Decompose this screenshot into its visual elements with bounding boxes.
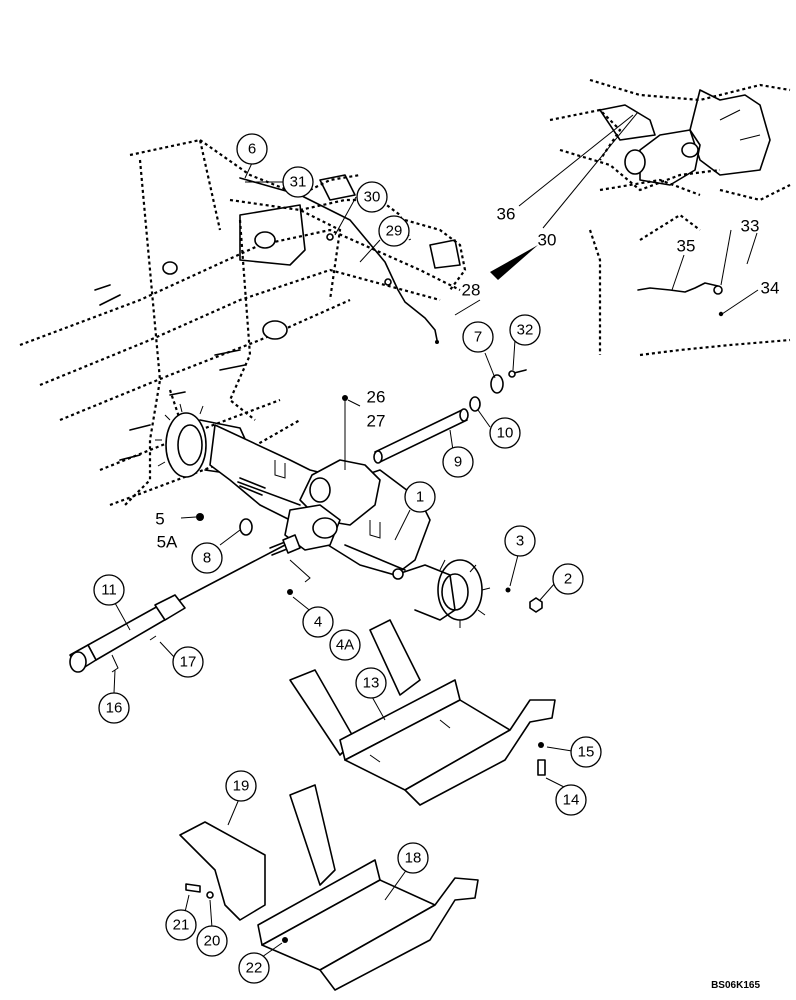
label-27: 27 xyxy=(367,412,386,431)
brake-line-35 xyxy=(637,282,724,317)
callout-4: 4 xyxy=(302,606,334,638)
svg-text:4: 4 xyxy=(314,614,322,631)
callout-1: 1 xyxy=(404,481,436,513)
svg-text:22: 22 xyxy=(246,960,263,977)
svg-text:31: 31 xyxy=(290,174,307,191)
callout-4A: 4A xyxy=(329,629,361,661)
skid-guard-13 xyxy=(289,619,556,806)
nut-2-washer-3 xyxy=(505,587,543,613)
label-33: 33 xyxy=(741,217,760,236)
svg-text:18: 18 xyxy=(405,850,422,867)
svg-text:8: 8 xyxy=(203,550,211,567)
callout-20: 20 xyxy=(196,925,228,957)
callout-15: 15 xyxy=(570,736,602,768)
callout-16: 16 xyxy=(98,692,130,724)
callout-2: 2 xyxy=(552,563,584,595)
callout-6: 6 xyxy=(236,133,268,165)
label-35: 35 xyxy=(677,237,696,256)
svg-text:11: 11 xyxy=(101,582,117,599)
label-5: 5 xyxy=(155,510,164,529)
callout-9: 9 xyxy=(442,446,474,478)
callout-11: 11 xyxy=(93,574,125,606)
bolt-32-washer-7 xyxy=(469,369,527,412)
label-28: 28 xyxy=(462,281,481,300)
svg-text:1: 1 xyxy=(416,489,424,506)
svg-text:20: 20 xyxy=(204,933,221,950)
svg-text:2: 2 xyxy=(564,571,572,588)
svg-text:19: 19 xyxy=(233,778,250,795)
svg-text:16: 16 xyxy=(106,700,123,717)
callout-19: 19 xyxy=(225,770,257,802)
label-36: 36 xyxy=(497,205,516,224)
svg-text:6: 6 xyxy=(248,141,256,158)
callout-21: 21 xyxy=(165,909,197,941)
callout-3: 3 xyxy=(504,525,536,557)
callout-22: 22 xyxy=(238,952,270,984)
callout-18: 18 xyxy=(397,842,429,874)
svg-text:7: 7 xyxy=(474,329,482,346)
label-26: 26 xyxy=(367,388,386,407)
svg-text:30: 30 xyxy=(364,189,381,206)
svg-text:21: 21 xyxy=(173,917,190,934)
svg-text:29: 29 xyxy=(386,223,403,240)
bolt-5-washer-8 xyxy=(196,513,311,595)
callout-31: 31 xyxy=(282,166,314,198)
callout-7: 7 xyxy=(462,321,494,353)
skid-guard-18 xyxy=(179,784,479,991)
label-30: 30 xyxy=(538,231,557,250)
svg-text:32: 32 xyxy=(517,322,534,339)
svg-text:17: 17 xyxy=(180,654,197,671)
engine-mount-area xyxy=(549,78,791,357)
callout-14: 14 xyxy=(555,784,587,816)
callout-13: 13 xyxy=(355,667,387,699)
callout-17: 17 xyxy=(172,646,204,678)
callout-29: 29 xyxy=(378,215,410,247)
svg-text:9: 9 xyxy=(454,454,462,471)
svg-text:4A: 4A xyxy=(336,637,354,654)
label-34: 34 xyxy=(761,279,780,298)
rear-axle xyxy=(155,395,491,628)
label-5A: 5A xyxy=(157,533,178,552)
callout-8: 8 xyxy=(191,542,223,574)
callout-32: 32 xyxy=(509,314,541,346)
hose-29 xyxy=(239,177,439,344)
svg-text:3: 3 xyxy=(516,533,524,550)
callout-10: 10 xyxy=(489,417,521,449)
svg-text:13: 13 xyxy=(363,675,380,692)
svg-text:15: 15 xyxy=(578,744,595,761)
figure-reference-code: BS06K165 xyxy=(711,980,760,991)
direction-arrow xyxy=(490,245,538,280)
callout-30: 30 xyxy=(356,181,388,213)
driveshaft xyxy=(69,544,286,673)
svg-text:14: 14 xyxy=(563,792,580,809)
svg-text:10: 10 xyxy=(497,425,514,442)
